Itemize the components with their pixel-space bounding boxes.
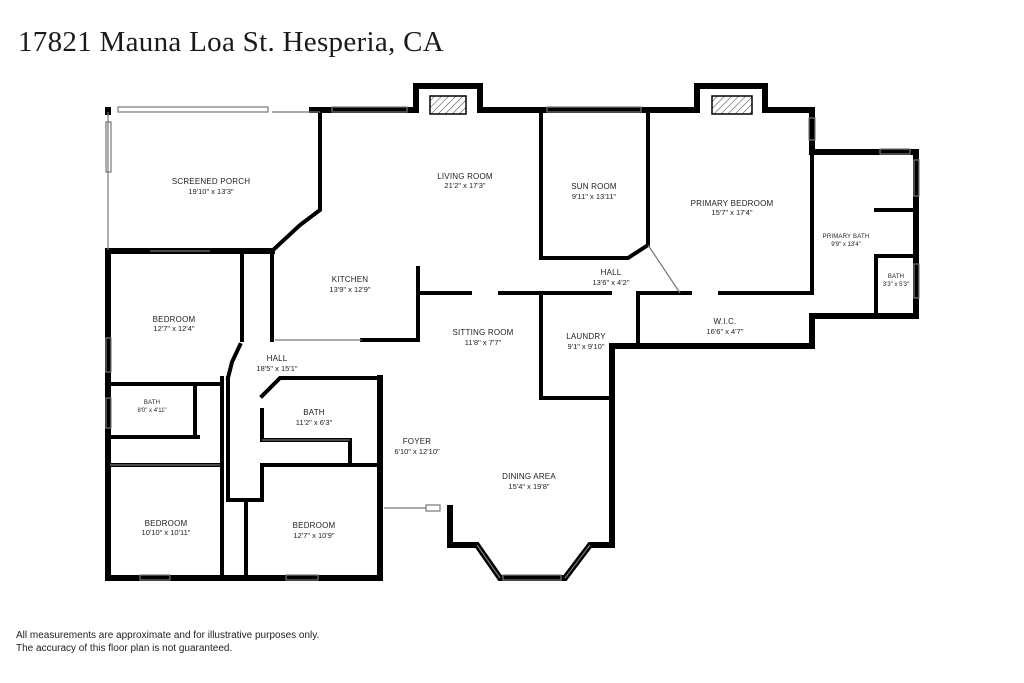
- room-dimensions: 13'9" x 12'9": [329, 285, 371, 294]
- room-name: PRIMARY BATH: [822, 234, 870, 240]
- room-name: HALL: [600, 268, 622, 277]
- room-name: DINING AREA: [502, 472, 556, 481]
- room-dimensions: 18'5" x 15'1": [256, 364, 298, 373]
- room-dimensions: 19'10" x 13'3": [188, 187, 234, 196]
- room-name: BATH: [303, 408, 325, 417]
- disclaimer-line-1: All measurements are approximate and for…: [16, 630, 320, 641]
- room-dimensions: 11'8" x 7'7": [464, 338, 502, 347]
- room-name: BEDROOM: [152, 315, 196, 324]
- windows: [105, 106, 920, 581]
- room-name: W.I.C.: [713, 317, 737, 326]
- room-name: PRIMARY BEDROOM: [690, 199, 774, 208]
- disclaimer-line-2: The accuracy of this floor plan is not g…: [16, 643, 233, 654]
- room-dimensions: 12'7" x 10'9": [293, 531, 335, 540]
- room-name: BATH: [143, 400, 161, 406]
- room-name: LIVING ROOM: [437, 172, 493, 181]
- room-name: FOYER: [402, 437, 432, 446]
- room-dimensions: 3'3" x 5'3": [882, 282, 910, 288]
- room-name: HALL: [266, 354, 288, 363]
- room-name: BATH: [887, 274, 905, 280]
- room-dimensions: 15'4" x 19'8": [508, 482, 550, 491]
- fireplace-living: [429, 95, 467, 115]
- room-name: SITTING ROOM: [452, 328, 514, 337]
- room-dimensions: 11'2" x 6'3": [295, 418, 333, 427]
- disclaimer: All measurements are approximate and for…: [16, 629, 319, 655]
- page-title: 17821 Mauna Loa St. Hesperia, CA: [18, 26, 444, 58]
- room-dimensions: 13'6" x 4'2": [592, 278, 630, 287]
- interior-walls: [106, 108, 918, 580]
- room-name: KITCHEN: [331, 275, 369, 284]
- fireplace-primary: [711, 95, 753, 115]
- room-name: BEDROOM: [292, 521, 336, 530]
- room-name: SUN ROOM: [571, 182, 617, 191]
- room-dimensions: 9'11" x 13'11": [571, 192, 617, 201]
- room-name: BEDROOM: [144, 519, 188, 528]
- room-dimensions: 9'9" x 13'4": [831, 242, 861, 248]
- room-name: LAUNDRY: [566, 332, 606, 341]
- room-dimensions: 9'1" x 9'10": [567, 342, 605, 351]
- room-name: SCREENED PORCH: [171, 177, 251, 186]
- room-dimensions: 15'7" x 17'4": [711, 208, 753, 217]
- room-dimensions: 12'7" x 12'4": [153, 324, 195, 333]
- room-dimensions: 6'10" x 12'10": [394, 447, 440, 456]
- room-dimensions: 10'10" x 10'11": [141, 528, 191, 537]
- room-dimensions: 8'0" x 4'11": [137, 408, 167, 414]
- room-dimensions: 21'2" x 17'3": [444, 181, 486, 190]
- room-dimensions: 16'6" x 4'7": [706, 327, 744, 336]
